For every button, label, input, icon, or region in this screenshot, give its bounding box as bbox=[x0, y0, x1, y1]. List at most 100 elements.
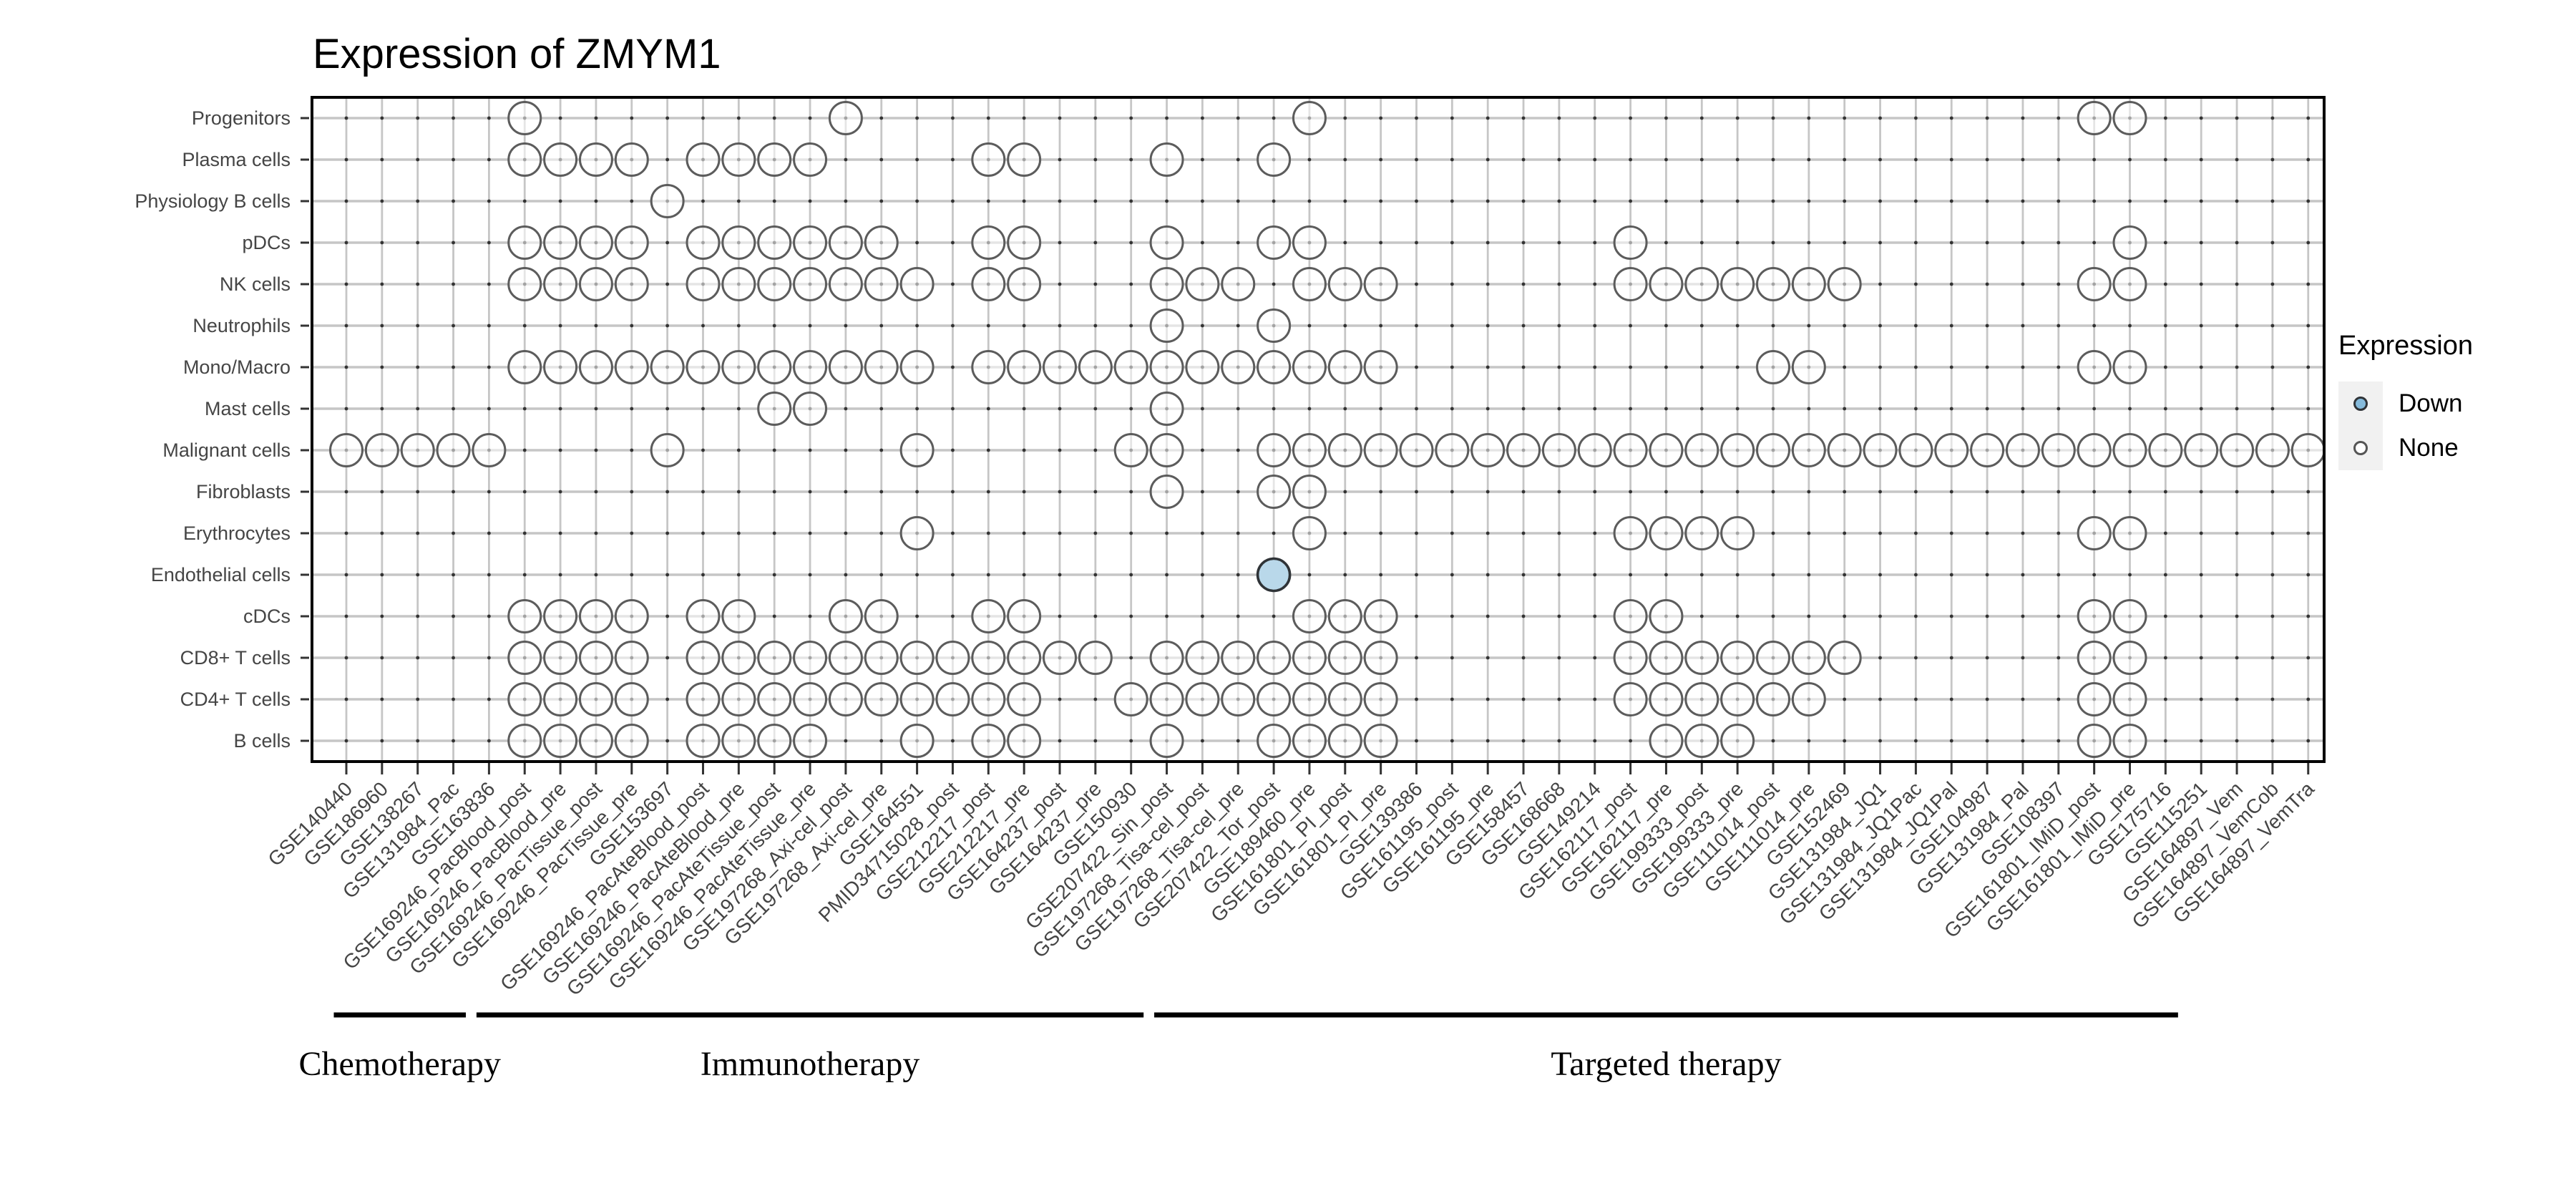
expression-circle-none bbox=[1149, 682, 1184, 716]
matrix-dot bbox=[2270, 240, 2275, 245]
matrix-dot bbox=[1807, 739, 1811, 743]
matrix-dot bbox=[1843, 697, 1847, 701]
matrix-dot bbox=[487, 240, 491, 245]
matrix-dot bbox=[2021, 116, 2025, 120]
expression-circle-none bbox=[1292, 350, 1327, 384]
matrix-dot bbox=[344, 407, 348, 411]
expression-circle-down bbox=[1256, 557, 1292, 593]
matrix-dot bbox=[951, 573, 955, 577]
expression-circle-none bbox=[971, 142, 1006, 177]
matrix-dot bbox=[1058, 282, 1062, 286]
matrix-dot bbox=[1093, 739, 1098, 743]
expression-circle-none bbox=[1649, 641, 1684, 675]
y-axis-label: CD4+ T cells bbox=[180, 689, 291, 710]
matrix-dot bbox=[879, 407, 884, 411]
expression-circle-none bbox=[2112, 599, 2147, 633]
matrix-dot bbox=[1415, 199, 1418, 203]
expression-circle-none bbox=[864, 350, 899, 384]
matrix-dot bbox=[1878, 240, 1882, 245]
expression-circle-none bbox=[436, 433, 471, 467]
matrix-dot bbox=[1485, 656, 1490, 660]
expression-circle-none bbox=[757, 142, 792, 177]
expression-circle-none bbox=[793, 392, 828, 426]
matrix-dot bbox=[2128, 573, 2132, 577]
matrix-dot bbox=[1557, 490, 1561, 494]
matrix-dot bbox=[2021, 614, 2025, 618]
matrix-dot bbox=[630, 573, 634, 577]
expression-circle-none bbox=[1043, 641, 1077, 675]
matrix-dot bbox=[1379, 407, 1383, 411]
matrix-dot bbox=[1236, 531, 1240, 535]
matrix-dot bbox=[1450, 157, 1454, 162]
expression-circle-none bbox=[935, 641, 970, 675]
expression-circle-none bbox=[1613, 267, 1648, 301]
expression-circle-none bbox=[2112, 267, 2147, 301]
expression-circle-none bbox=[793, 267, 828, 301]
chart-title: Expression of ZMYM1 bbox=[313, 31, 721, 77]
matrix-dot bbox=[2270, 697, 2275, 701]
matrix-dot bbox=[452, 199, 455, 203]
matrix-dot bbox=[951, 531, 955, 535]
expression-circle-none bbox=[543, 267, 578, 301]
matrix-dot bbox=[1521, 157, 1526, 162]
matrix-dot bbox=[2092, 407, 2097, 411]
matrix-dot bbox=[1629, 199, 1633, 203]
matrix-dot bbox=[1272, 116, 1276, 120]
matrix-dot bbox=[1236, 614, 1240, 618]
matrix-dot bbox=[1949, 614, 1953, 618]
matrix-dot bbox=[1629, 490, 1633, 494]
matrix-dot bbox=[2163, 324, 2167, 328]
matrix-dot bbox=[2199, 531, 2203, 535]
matrix-dot bbox=[487, 697, 491, 701]
expression-circle-none bbox=[793, 350, 828, 384]
matrix-dot bbox=[844, 448, 848, 452]
expression-circle-none bbox=[1007, 724, 1042, 758]
expression-circle-none bbox=[1684, 267, 1719, 301]
matrix-dot bbox=[416, 324, 420, 328]
expression-circle-none bbox=[578, 350, 613, 384]
y-axis-label: Mono/Macro bbox=[183, 356, 291, 378]
matrix-dot bbox=[1058, 490, 1062, 494]
matrix-dot bbox=[2057, 240, 2061, 245]
matrix-dot bbox=[2057, 116, 2061, 120]
expression-circle-none bbox=[2077, 433, 2112, 467]
matrix-dot bbox=[1450, 739, 1454, 743]
matrix-dot bbox=[665, 531, 670, 535]
matrix-dot bbox=[2092, 199, 2097, 203]
matrix-dot bbox=[2199, 490, 2203, 494]
matrix-dot bbox=[594, 531, 598, 535]
matrix-dot bbox=[344, 157, 348, 162]
expression-circle-none bbox=[650, 433, 685, 467]
matrix-dot bbox=[630, 324, 634, 328]
matrix-dot bbox=[1914, 240, 1918, 245]
expression-circle-none bbox=[1292, 516, 1327, 550]
matrix-dot bbox=[487, 324, 491, 328]
matrix-dot bbox=[736, 490, 741, 494]
matrix-dot bbox=[808, 531, 812, 535]
matrix-dot bbox=[1201, 614, 1204, 618]
expression-circle-none bbox=[1257, 682, 1292, 716]
matrix-dot bbox=[665, 656, 670, 660]
matrix-dot bbox=[2163, 240, 2167, 245]
matrix-dot bbox=[558, 573, 562, 577]
matrix-dot bbox=[1093, 531, 1098, 535]
legend-key-down bbox=[2338, 381, 2383, 426]
matrix-dot bbox=[1735, 573, 1740, 577]
matrix-dot bbox=[1593, 282, 1597, 286]
matrix-dot bbox=[1985, 697, 1989, 701]
expression-circle-none bbox=[1113, 433, 1148, 467]
matrix-dot bbox=[1914, 407, 1918, 411]
expression-circle-none bbox=[1078, 641, 1113, 675]
expression-circle-none bbox=[1756, 350, 1790, 384]
matrix-dot bbox=[844, 157, 848, 162]
matrix-dot bbox=[2235, 697, 2239, 701]
expression-circle-none bbox=[1007, 682, 1042, 716]
matrix-dot bbox=[2270, 656, 2275, 660]
matrix-dot bbox=[558, 490, 562, 494]
matrix-dot bbox=[1521, 573, 1526, 577]
matrix-dot bbox=[380, 282, 384, 286]
matrix-dot bbox=[1807, 407, 1811, 411]
y-axis-label: Progenitors bbox=[192, 107, 291, 129]
expression-circle-none bbox=[1007, 350, 1042, 384]
matrix-dot bbox=[1699, 116, 1704, 120]
